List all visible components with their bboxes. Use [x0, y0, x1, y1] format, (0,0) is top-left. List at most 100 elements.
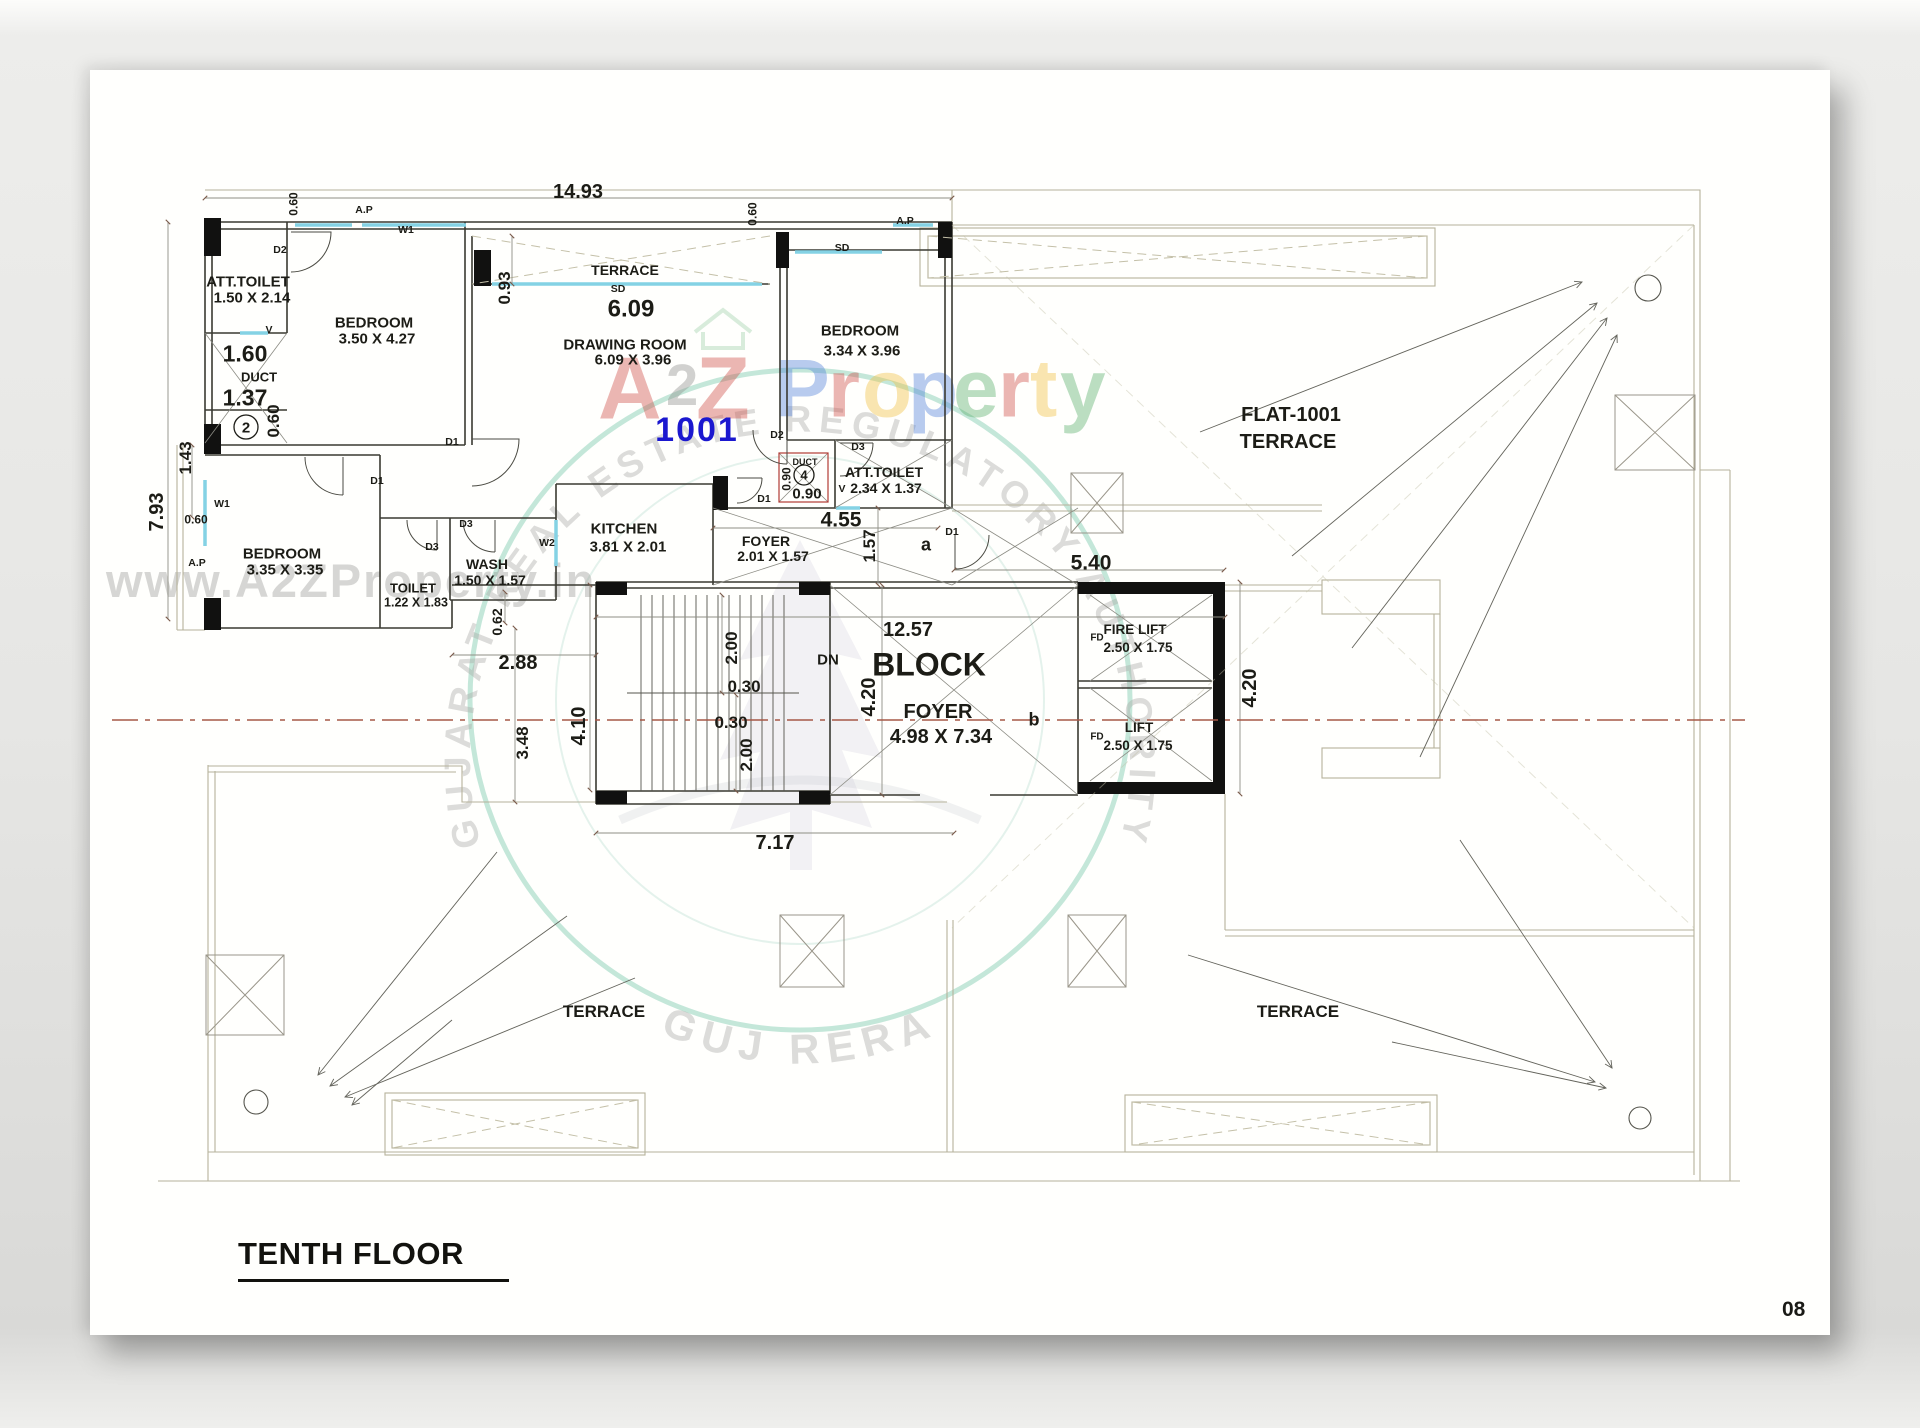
circled-number-label: 4 [800, 468, 808, 483]
crossed-square-icon [1070, 472, 1124, 534]
duct-4-box [778, 452, 829, 503]
tag-label: D1 [757, 493, 771, 505]
room-att-toilet-1: ATT.TOILET [206, 273, 290, 290]
crossed-square-icon [779, 914, 845, 988]
room-bedroom-2-size: 3.34 X 3.96 [824, 342, 901, 359]
dimension-label: 1.60 [223, 340, 268, 366]
tag-label: D3 [425, 541, 439, 553]
room-duct-2: DUCT [793, 457, 818, 467]
brand-letter: P [775, 344, 830, 435]
dimension-label: 4.20 [858, 678, 880, 717]
drain-icon [243, 1089, 269, 1115]
seal-arc-bottom-text: GUJ RERA [656, 998, 943, 1073]
brand-letter: e [953, 344, 999, 435]
dimension-lines [165, 195, 1243, 836]
brand-house-icon [693, 307, 753, 350]
dimension-label: 7.17 [756, 832, 795, 854]
room-kitchen: KITCHEN [591, 520, 658, 537]
cross-lines-layer [204, 332, 1213, 796]
tag-label: a [921, 534, 932, 554]
drain-icon [1634, 274, 1662, 302]
tag-label: W1 [214, 498, 230, 510]
slope-arrows [317, 280, 1618, 1106]
room-toilet-size: 1.22 X 1.83 [384, 596, 448, 610]
dimension-label: 0.93 [495, 271, 514, 304]
dimension-label: 3.48 [513, 726, 532, 759]
room-fire-lift: FIRE LIFT [1104, 622, 1168, 637]
door-arc-icon [839, 442, 874, 477]
tag-label: D3 [851, 441, 865, 453]
dimension-label: 1.43 [176, 441, 195, 474]
dimension-label: 0.90 [779, 467, 793, 491]
page-number: 08 [1782, 1298, 1806, 1321]
tag-label: D1 [945, 526, 959, 538]
tag-label: W2 [539, 537, 555, 549]
dimension-label: 1.57 [860, 529, 879, 562]
room-block-foyer: FOYER [904, 701, 973, 723]
door-arc-icon [471, 438, 520, 487]
tag-label: D3 [459, 518, 473, 530]
tag-label: A.P [355, 204, 373, 216]
dimension-label: 7.93 [146, 493, 168, 532]
tag-label: V [838, 483, 845, 495]
label-flat-terrace: TERRACE [1240, 431, 1337, 453]
dimension-label: 0.30 [727, 677, 760, 696]
label-terrace-bottom-right: TERRACE [1257, 1002, 1339, 1021]
circled-number-ring [233, 414, 259, 440]
room-duct-1: DUCT [241, 370, 277, 385]
tag-label: A.P [188, 557, 206, 569]
label-block: BLOCK [872, 647, 986, 683]
unit-number: 1001 [655, 411, 739, 449]
brand-letter: A [598, 339, 662, 438]
dimension-label: 2.88 [499, 652, 538, 674]
circled-number-label: 2 [242, 419, 250, 436]
room-kitchen-size: 3.81 X 2.01 [590, 538, 667, 555]
floor-title: TENTH FLOOR [238, 1236, 509, 1282]
url-watermark: www.A2ZProperty.in [105, 554, 594, 607]
room-bedroom-1-size: 3.50 X 4.27 [339, 330, 416, 347]
tag-label: SD [835, 242, 850, 254]
dimension-label: 1.37 [223, 384, 268, 410]
room-lift: LIFT [1125, 720, 1154, 735]
brand-letter: o [862, 344, 912, 435]
brand-letter: t [1030, 344, 1057, 435]
brand-letter: y [1060, 344, 1106, 435]
dimension-label: 4.10 [568, 707, 590, 746]
windows-layer [203, 223, 933, 566]
door-arc-icon [304, 456, 344, 496]
drawing-sheet [90, 70, 1830, 1335]
seal-tree-icon [720, 540, 882, 870]
drain-icon [1628, 1106, 1652, 1130]
hatch-layer [391, 224, 1695, 1149]
dimension-label: 0.62 [489, 608, 505, 635]
door-arc-icon [462, 519, 496, 553]
label-flat-1001: FLAT-1001 [1241, 404, 1341, 426]
room-drawing-room-size: 6.09 X 3.96 [595, 351, 672, 368]
room-terrace-top: TERRACE [591, 262, 659, 278]
drains [243, 274, 1662, 1130]
duct-columns [205, 394, 1696, 1036]
door-arc-icon [752, 429, 788, 465]
crossed-square-icon [1614, 394, 1696, 471]
dimension-label: 4.55 [821, 509, 862, 532]
room-terrace-top-width: 6.09 [608, 296, 655, 323]
room-bedroom-3: BEDROOM [243, 545, 321, 562]
lift-shaft-walls [1078, 582, 1225, 794]
room-att-toilet-2-size: 2.34 X 1.37 [850, 480, 922, 496]
room-foyer-1: FOYER [742, 533, 790, 549]
dimension-label: 14.93 [553, 181, 603, 203]
crossed-square-icon [205, 954, 285, 1036]
room-wash-size: 1.50 X 1.57 [454, 572, 526, 588]
circled-numbers [233, 414, 815, 486]
dimension-label: 0.30 [714, 713, 747, 732]
dimension-label: 0.90 [792, 485, 821, 502]
tag-label: b [1029, 709, 1040, 729]
room-block-foyer-size: 4.98 X 7.34 [890, 726, 993, 748]
dimension-label: 5.40 [1071, 552, 1112, 575]
room-bedroom-2: BEDROOM [821, 322, 899, 339]
dimension-label: 2.00 [722, 631, 741, 664]
